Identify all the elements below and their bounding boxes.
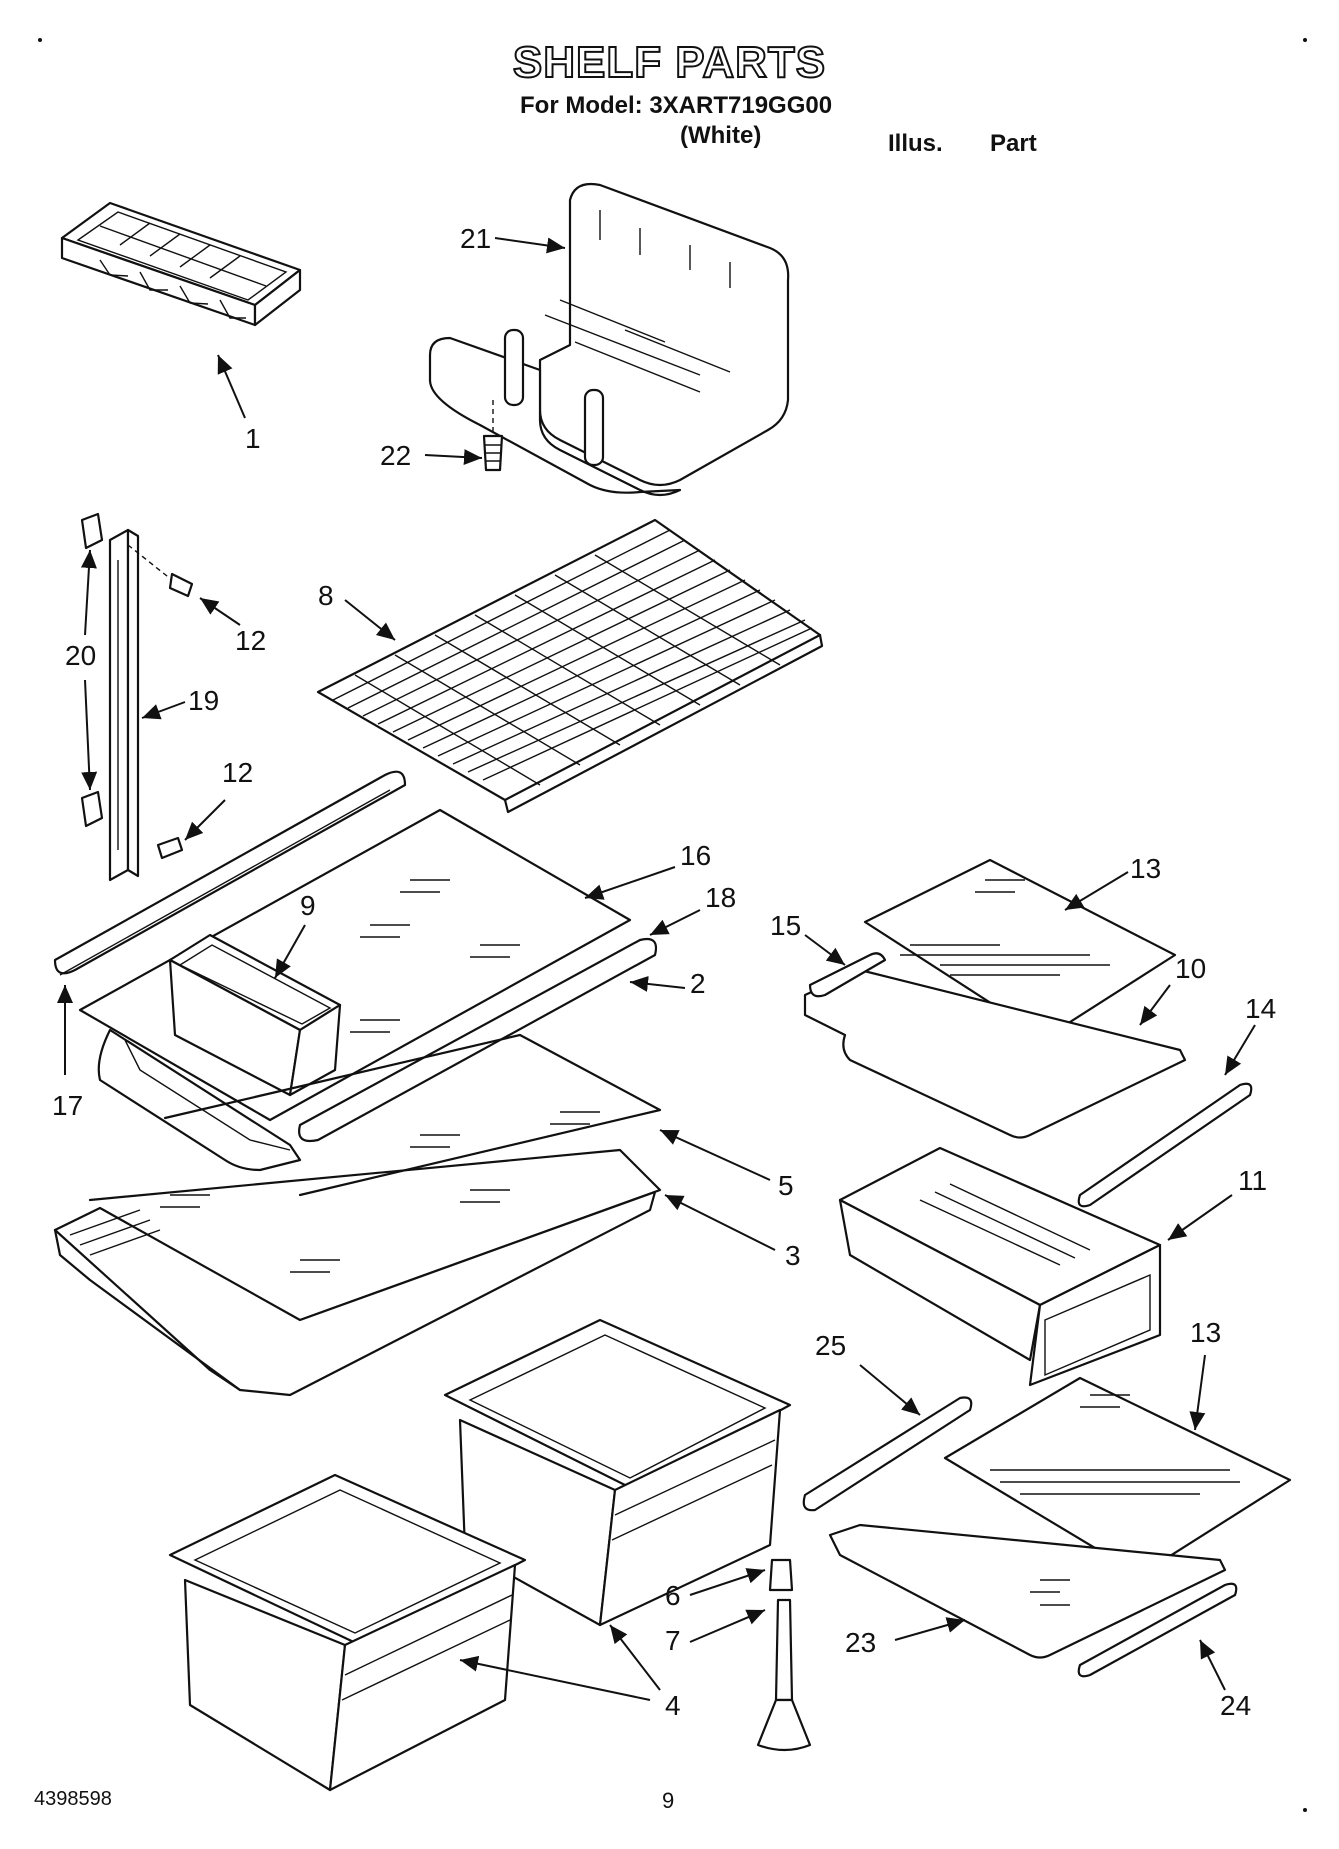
- callout-13-lower: 13: [1190, 1317, 1221, 1348]
- registration-marks: [38, 38, 1307, 1812]
- callout-4: 4: [665, 1690, 681, 1721]
- right-shelf-assembly-lower: [802, 1376, 1292, 1678]
- callout-24: 24: [1220, 1690, 1251, 1721]
- ice-tray-part: [60, 201, 302, 327]
- callout-1: 1: [245, 423, 261, 454]
- crisper-drawer-upper: [443, 1318, 792, 1627]
- right-shelf-assembly-upper: [803, 858, 1253, 1208]
- callout-6: 6: [665, 1580, 681, 1611]
- screw-part-22: [482, 400, 504, 472]
- callout-20: 20: [65, 640, 96, 671]
- callout-22: 22: [380, 440, 411, 471]
- callout-14: 14: [1245, 993, 1276, 1024]
- callout-23: 23: [845, 1627, 876, 1658]
- column-header-part: Part: [990, 130, 1037, 157]
- callout-12-upper: 12: [235, 625, 266, 656]
- crisper-cover-part-3: [53, 1148, 662, 1397]
- model-color: (White): [680, 122, 762, 149]
- page-title: SHELF PARTS: [512, 37, 827, 88]
- callout-16: 16: [680, 840, 711, 871]
- page-number: 9: [662, 1788, 675, 1813]
- front-trim-part-17: [53, 770, 407, 976]
- callout-15: 15: [770, 910, 801, 941]
- callout-18: 18: [705, 882, 736, 913]
- callout-2: 2: [690, 968, 706, 999]
- dairy-bin-part: [168, 933, 342, 1097]
- wire-shelf-part: [316, 518, 824, 814]
- crisper-drawer-lower: [168, 1473, 527, 1792]
- callout-10: 10: [1175, 953, 1206, 984]
- callout-8: 8: [318, 580, 334, 611]
- callout-9: 9: [300, 890, 316, 921]
- callout-25: 25: [815, 1330, 846, 1361]
- document-number: 4398598: [34, 1788, 112, 1810]
- divider-post-part: [756, 1558, 812, 1752]
- glass-panel-part-5: [163, 1033, 662, 1197]
- glass-shelf-part-16: [78, 808, 632, 1122]
- trim-part-18: [298, 937, 658, 1143]
- callout-13-upper: 13: [1130, 853, 1161, 884]
- meat-drawer-part: [838, 1146, 1162, 1387]
- callout-7: 7: [665, 1625, 681, 1656]
- callout-11: 11: [1238, 1165, 1267, 1196]
- callout-19: 19: [188, 685, 219, 716]
- column-header-illus: Illus.: [888, 130, 943, 157]
- callout-17: 17: [52, 1090, 83, 1121]
- callout-3: 3: [785, 1240, 801, 1271]
- callout-21: 21: [460, 223, 491, 254]
- callout-5: 5: [778, 1170, 794, 1201]
- crisper-basket-part: [428, 182, 790, 497]
- shelf-rail-part: [80, 512, 194, 882]
- model-number: For Model: 3XART719GG00: [520, 92, 833, 119]
- callout-labels: 1 21 22 8 12 20 19 12 16 18 9 2 17: [52, 223, 1276, 1721]
- callout-12-lower: 12: [222, 757, 253, 788]
- shelf-frame-part-2: [97, 1028, 302, 1172]
